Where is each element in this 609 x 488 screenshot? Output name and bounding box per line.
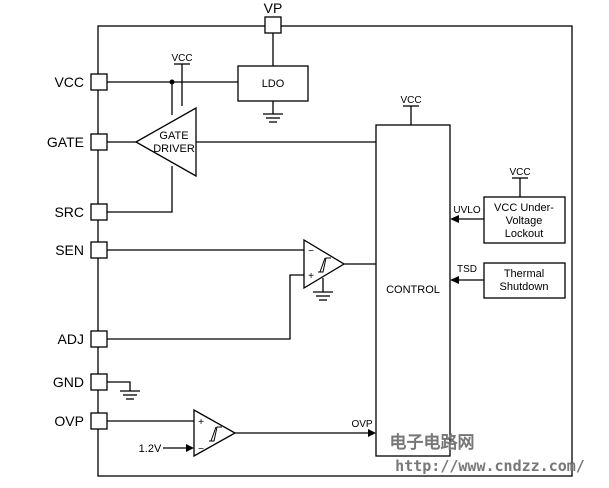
ldo-label: LDO [262,78,285,90]
watermark-url: http://www.cndzz.com/ [395,457,585,475]
pin-src-label: SRC [54,204,84,220]
svg-text:VCC: VCC [171,53,192,64]
gnd-pin-ground-icon [120,390,140,400]
uvlo-label-2: Voltage [506,215,543,227]
thermal-label-1: Thermal [504,268,544,280]
ovp-hysteresis-icon [209,426,222,442]
control-block [375,124,451,457]
pin-sen-label: SEN [55,242,84,258]
vcc-rail-symbol-uvlo: VCC [509,167,531,179]
gate-driver-block [134,106,197,178]
thermal-shutdown-block [483,262,566,299]
sense-comparator [303,238,346,290]
uvlo-net-label: UVLO [453,205,480,216]
sense-comparator-plus: + [308,271,314,282]
control-label: CONTROL [386,284,440,296]
vcc-rail-symbol-top: VCC [171,53,193,65]
uvlo-label-1: VCC Under- [494,202,554,214]
pin-adj [90,330,108,348]
ovp-comparator-plus: + [198,417,204,428]
pin-gnd [90,373,108,391]
watermark-site-name: 电子电路网 [390,432,475,453]
uvlo-label-3: Lockout [505,228,544,240]
pin-vcc [90,73,108,91]
vcc-rail-symbol-control: VCC [400,95,422,107]
pin-adj-label: ADJ [58,331,84,347]
pin-gate [90,133,108,151]
svg-text:VCC: VCC [509,167,530,178]
sense-hysteresis-icon [318,257,331,273]
pin-vcc-label: VCC [54,74,84,90]
pin-ovp [90,412,108,430]
reference-voltage-label: 1.2V [139,443,162,455]
ovp-comparator-minus: − [198,444,204,455]
pin-vp-label: VP [264,0,283,16]
pin-ovp-label: OVP [54,413,84,429]
sense-comparator-minus: − [308,246,314,257]
pin-gnd-label: GND [53,374,84,390]
tsd-net-label: TSD [457,264,477,275]
pin-sen [90,241,108,259]
gate-driver-label-2: DRIVER [153,143,195,155]
pin-src [90,203,108,221]
gate-driver-label-1: GATE [159,130,188,142]
chip-boundary [97,25,573,477]
comparator-ground-icon [313,291,333,301]
ovp-net-label: OVP [351,419,372,430]
svg-text:VCC: VCC [400,95,421,106]
pin-vp [264,16,282,34]
ldo-block [237,65,309,102]
ovp-comparator [193,408,237,458]
ldo-ground-icon [263,113,283,123]
pin-gate-label: GATE [47,134,84,150]
thermal-label-2: Shutdown [500,281,549,293]
uvlo-block [483,196,566,244]
